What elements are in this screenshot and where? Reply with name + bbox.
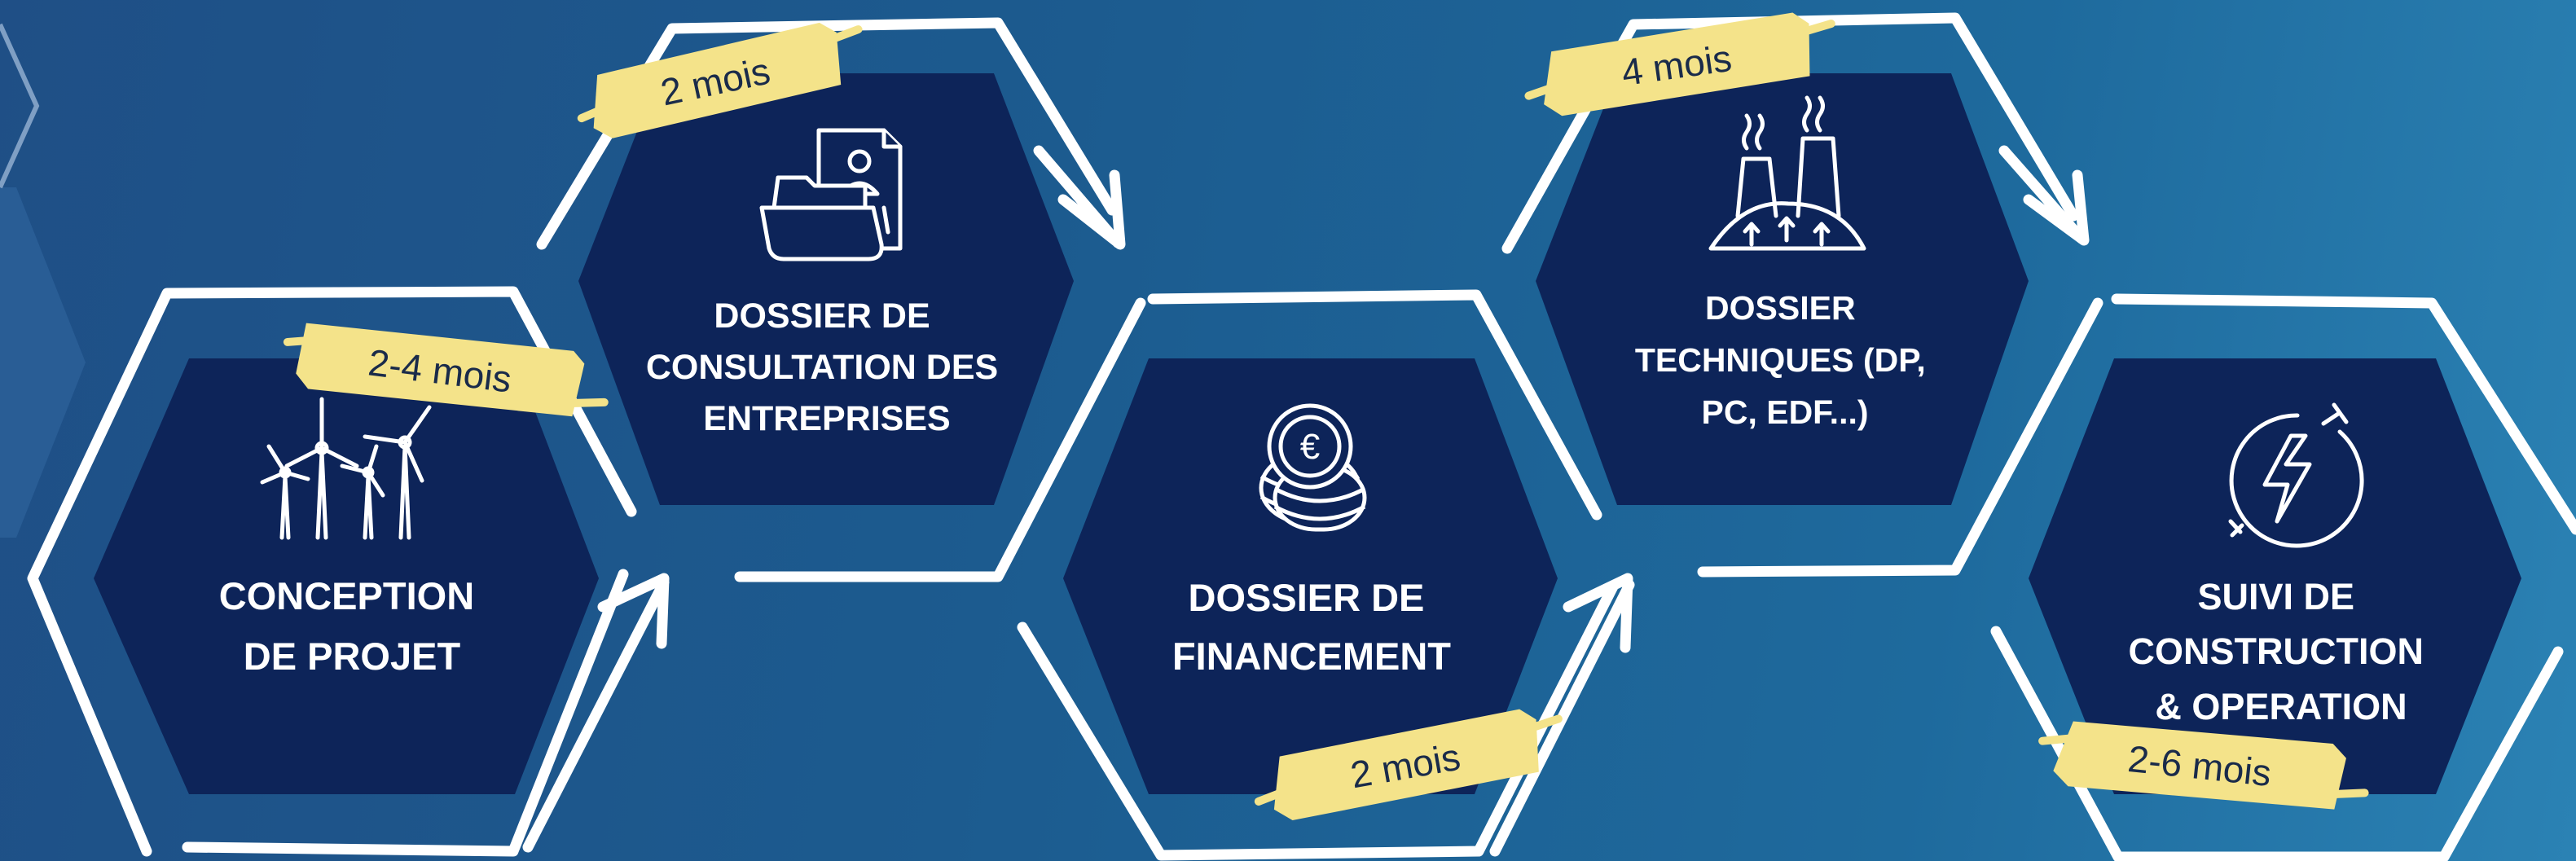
outline-hexagon-5 <box>1990 293 2576 861</box>
decorative-edge-shapes <box>0 23 86 538</box>
power-plant-icon <box>1708 95 1866 251</box>
step-1-line-1: CONCEPTION <box>219 574 474 617</box>
step-3-title: DOSSIER DE FINANCEMENT <box>1172 576 1451 678</box>
step-hexagon-4 <box>1536 73 2029 505</box>
step-2-title: DOSSIER DE CONSULTATION DES ENTREPRISES <box>646 297 1008 438</box>
step-4-title: DOSSIER TECHNIQUES (DP, PC, EDF...) <box>1635 289 1935 431</box>
step-2-line-1: DOSSIER DE <box>714 297 930 336</box>
folder-document-icon <box>759 128 903 261</box>
step-5-line-3: & OPERATION <box>2155 686 2407 727</box>
arrow-2 <box>1033 145 1126 250</box>
duration-label-1: 2-4 mois <box>283 323 609 417</box>
step-5-line-2: CONSTRUCTION <box>2129 630 2424 672</box>
step-hexagon-3 <box>1063 358 1558 794</box>
step-5-line-1: SUIVI DE <box>2197 576 2354 617</box>
euro-coins-icon: € <box>1259 403 1367 532</box>
duration-label-3: 2 mois <box>1254 709 1563 821</box>
wind-turbine-icon <box>260 397 432 540</box>
step-3-line-1: DOSSIER DE <box>1189 576 1425 619</box>
electric-plug-icon <box>2228 402 2364 548</box>
outline-hexagon-2 <box>536 17 1146 582</box>
step-hexagons <box>94 73 2521 794</box>
step-hexagon-5 <box>2029 358 2521 794</box>
step-2-line-2: CONSULTATION DES <box>646 348 998 387</box>
step-1-title: CONCEPTION DE PROJET <box>219 574 485 678</box>
step-1-line-2: DE PROJET <box>244 635 461 678</box>
arrow-4 <box>1998 145 2090 246</box>
duration-label-5: 2-6 mois <box>2038 721 2369 810</box>
step-2-line-3: ENTREPRISES <box>703 399 950 438</box>
duration-label-4: 4 mois <box>1524 12 1835 116</box>
step-4-line-3: PC, EDF...) <box>1701 393 1868 431</box>
step-4-line-1: DOSSIER <box>1705 289 1856 327</box>
svg-text:€: € <box>1300 427 1320 467</box>
duration-labels: 2-4 mois 2 mois 2 mois 4 mois 2-6 mois <box>283 12 2369 821</box>
duration-label-2: 2 mois <box>577 22 863 138</box>
step-hexagon-1 <box>94 358 599 794</box>
arrow-1 <box>522 573 670 853</box>
step-4-line-2: TECHNIQUES (DP, <box>1635 341 1926 379</box>
step-hexagon-2 <box>578 73 1074 505</box>
step-5-title: SUIVI DE CONSTRUCTION & OPERATION <box>2129 576 2434 727</box>
step-3-line-2: FINANCEMENT <box>1172 635 1451 678</box>
step-titles: CONCEPTION DE PROJET DOSSIER DE CONSULTA… <box>219 289 2434 727</box>
